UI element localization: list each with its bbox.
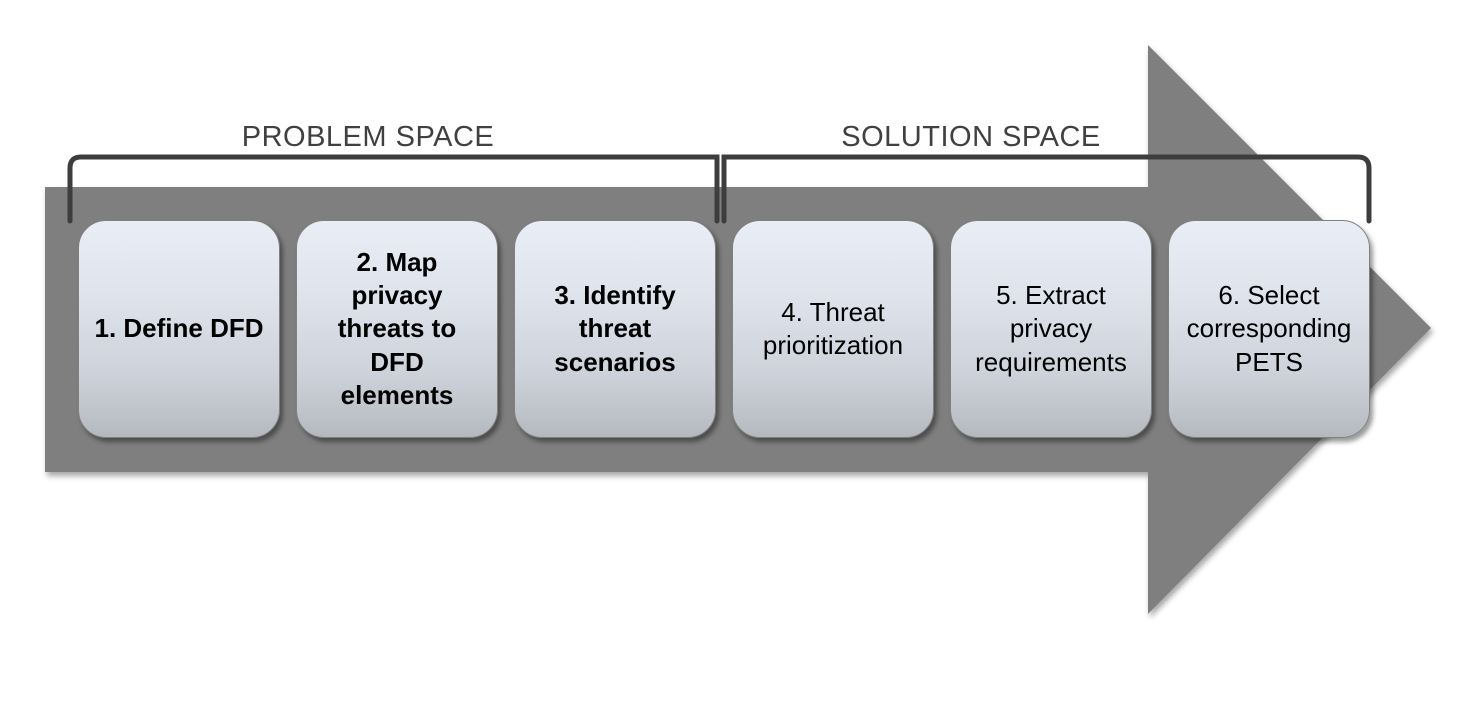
step-1-label: 1. Define DFD <box>94 313 264 344</box>
steps-row: 1. Define DFD 2. Map privacy threats to … <box>78 220 1370 438</box>
step-5-label: 5. Extract privacy requirements <box>975 280 1127 377</box>
step-box-1: 1. Define DFD <box>78 220 280 438</box>
step-box-4: 4. Threat prioritization <box>732 220 934 438</box>
step-box-3: 3. Identify threat scenarios <box>514 220 716 438</box>
step-6-label: 6. Select corresponding PETS <box>1186 280 1352 377</box>
problem-space-bracket <box>67 154 720 224</box>
step-box-6: 6. Select corresponding PETS <box>1168 220 1370 438</box>
step-3-label: 3. Identify threat scenarios <box>554 280 676 377</box>
step-box-2: 2. Map privacy threats to DFD elements <box>296 220 498 438</box>
problem-space-label: PROBLEM SPACE <box>241 121 495 153</box>
step-box-5: 5. Extract privacy requirements <box>950 220 1152 438</box>
solution-space-label: SOLUTION SPACE <box>841 121 1101 153</box>
step-2-label: 2. Map privacy threats to DFD elements <box>337 247 457 410</box>
solution-space-bracket <box>721 154 1372 224</box>
step-4-label: 4. Threat prioritization <box>762 296 904 360</box>
